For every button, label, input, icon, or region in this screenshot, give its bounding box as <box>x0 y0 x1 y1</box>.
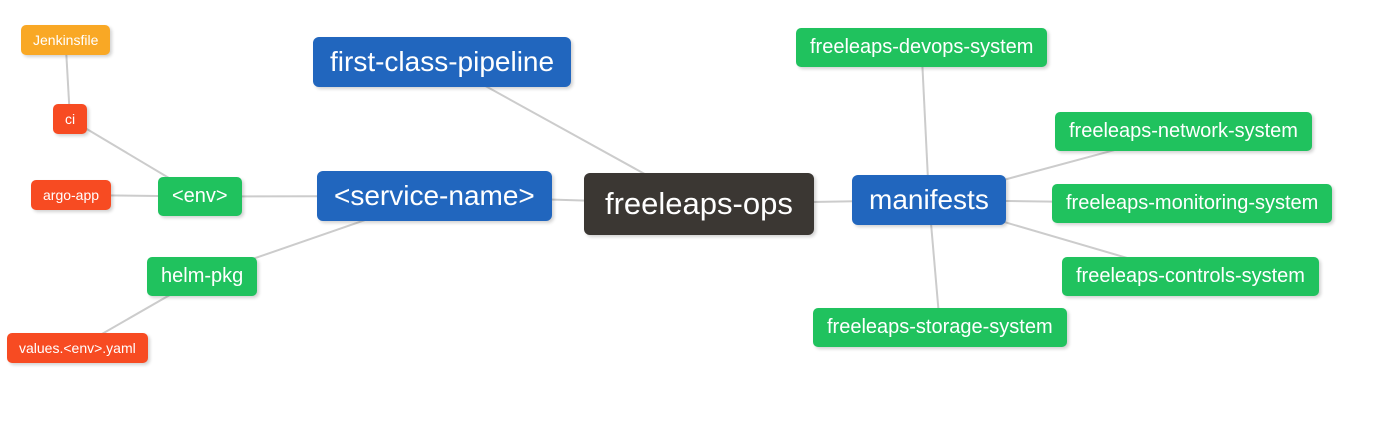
node-first-class-pipeline[interactable]: first-class-pipeline <box>313 37 572 88</box>
node-values-env-yaml[interactable]: values.<env>.yaml <box>7 333 148 364</box>
node-monitoring-system[interactable]: freeleaps-monitoring-system <box>1052 184 1333 223</box>
node-manifests[interactable]: manifests <box>852 175 1006 226</box>
node-helm-pkg[interactable]: helm-pkg <box>147 257 258 296</box>
node-freeleaps-ops[interactable]: freeleaps-ops <box>584 173 814 235</box>
node-jenkinsfile[interactable]: Jenkinsfile <box>21 25 111 56</box>
node-controls-system[interactable]: freeleaps-controls-system <box>1062 257 1319 296</box>
node-storage-system[interactable]: freeleaps-storage-system <box>813 308 1067 347</box>
node-ci[interactable]: ci <box>53 104 88 135</box>
node-network-system[interactable]: freeleaps-network-system <box>1055 112 1312 151</box>
edge-manifests-devops-system <box>920 47 930 201</box>
node-env[interactable]: <env> <box>158 177 242 216</box>
node-service-name[interactable]: <service-name> <box>317 171 552 222</box>
node-argo-app[interactable]: argo-app <box>31 180 112 211</box>
node-devops-system[interactable]: freeleaps-devops-system <box>796 28 1048 67</box>
